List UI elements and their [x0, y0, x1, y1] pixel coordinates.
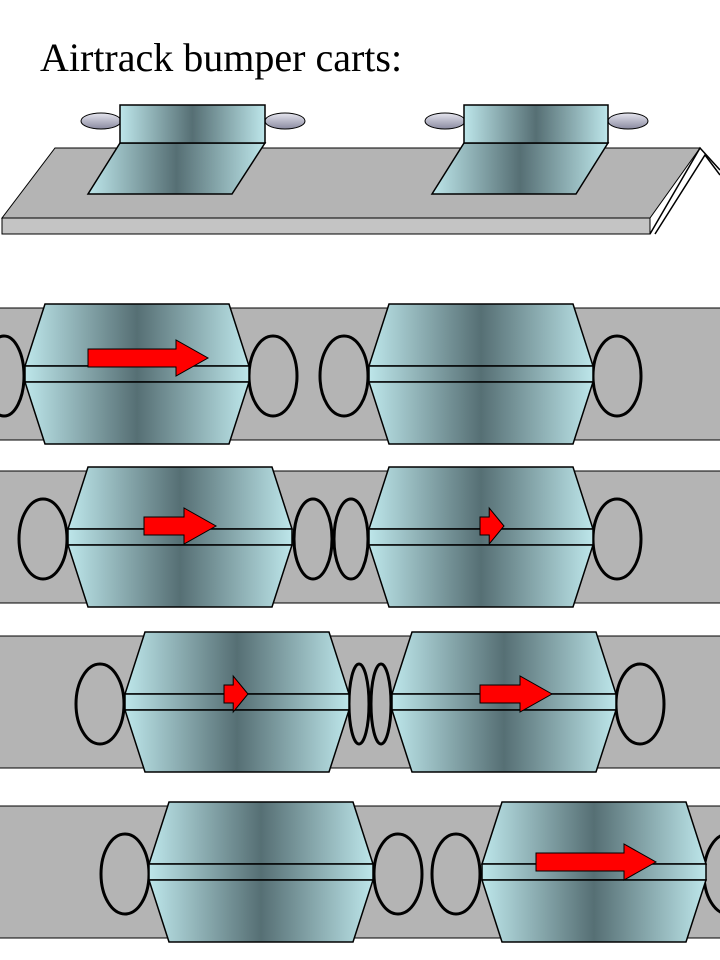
cart: [147, 801, 375, 943]
velocity-arrow-icon: [87, 339, 210, 377]
bumper-ring-icon: [292, 497, 334, 581]
velocity-arrow-icon: [479, 675, 554, 713]
stage-bumpers-compressed: [0, 631, 720, 773]
perspective-cart-left: [80, 104, 306, 195]
bumper-ring-icon: [17, 497, 69, 581]
bumper-ring-icon: [74, 662, 126, 746]
stage-after-collision: [0, 801, 720, 943]
cart-lower: [480, 879, 708, 943]
cart: [367, 466, 595, 608]
cart-lower: [390, 709, 618, 773]
track-end-bracket-inner: [654, 153, 720, 235]
velocity-arrow-icon: [223, 674, 249, 714]
bumper-ring-icon: [424, 112, 466, 130]
stage-before-collision: [0, 303, 720, 445]
cart: [66, 466, 294, 608]
bumper-ring-icon: [607, 112, 649, 130]
cart-top: [119, 104, 266, 144]
bumper-ring-icon: [332, 497, 370, 581]
stage-bumpers-touching: [0, 466, 720, 608]
cart-center-band: [24, 365, 250, 383]
bumper-ring-icon: [99, 832, 151, 916]
collision-stages: [0, 303, 720, 943]
cart-upper: [367, 303, 595, 367]
velocity-arrow-icon: [143, 507, 218, 545]
page-title: Airtrack bumper carts:: [40, 35, 403, 80]
cart: [390, 631, 618, 773]
track-front: [1, 217, 651, 235]
bumper-ring-icon: [591, 497, 643, 581]
velocity-arrow-icon: [535, 843, 658, 881]
bumper-ring-icon: [247, 334, 299, 418]
bumper-ring-icon: [80, 112, 122, 130]
bumper-ring-icon: [318, 334, 370, 418]
cart-skirt: [430, 142, 610, 195]
cart-lower: [367, 381, 595, 445]
bumper-ring-icon: [614, 662, 666, 746]
cart: [123, 631, 351, 773]
cart-lower: [66, 544, 294, 608]
bumper-ring-icon: [430, 832, 482, 916]
perspective-view: [0, 104, 720, 235]
cart-center-band: [148, 863, 374, 881]
cart-center-band: [368, 365, 594, 383]
velocity-arrow-icon: [479, 506, 505, 546]
cart-top: [463, 104, 609, 144]
track-end-bracket: [649, 146, 720, 235]
cart-lower: [147, 879, 375, 943]
bumper-ring-icon: [264, 112, 306, 130]
bumper-ring-icon: [591, 334, 643, 418]
perspective-cart-right: [424, 104, 649, 195]
cart-upper: [147, 801, 375, 865]
bumper-ring-icon: [372, 832, 424, 916]
cart: [367, 303, 595, 445]
cart-lower: [123, 709, 351, 773]
bumper-ring-icon: [347, 662, 371, 746]
cart: [480, 801, 708, 943]
bumper-ring-icon: [369, 662, 393, 746]
cart-lower: [23, 381, 251, 445]
cart: [23, 303, 251, 445]
bumper-ring-icon: [0, 334, 26, 418]
cart-lower: [367, 544, 595, 608]
